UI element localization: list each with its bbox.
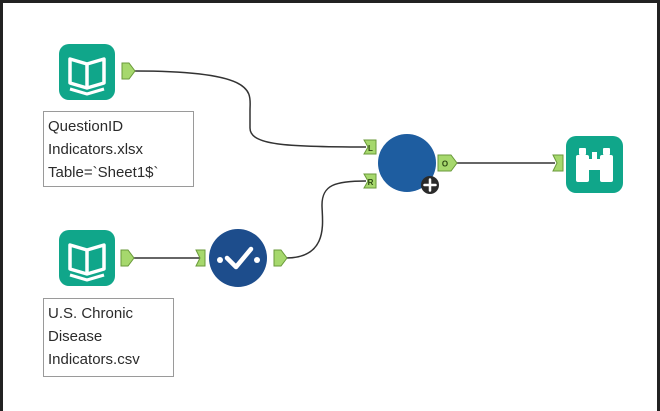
output-anchor[interactable] xyxy=(273,249,288,267)
annotation-line: Indicators.csv xyxy=(48,351,140,368)
add-plus-icon[interactable] xyxy=(421,176,439,194)
input-tool-2-annotation: U.S. Chronic Disease Indicators.csv xyxy=(43,298,174,377)
annotation-line: Table=`Sheet1$` xyxy=(48,164,159,181)
join-left-anchor[interactable]: L xyxy=(363,139,377,155)
select-tool[interactable] xyxy=(195,229,288,287)
browse-tool[interactable] xyxy=(552,136,623,193)
join-right-anchor[interactable]: R xyxy=(363,173,377,189)
checkmark-icon xyxy=(217,246,260,270)
join-tool[interactable]: L R O xyxy=(363,134,458,194)
right-anchor-label: R xyxy=(368,178,374,187)
input-tool-1[interactable] xyxy=(59,44,136,100)
book-icon xyxy=(68,57,106,96)
left-anchor-label: L xyxy=(368,144,373,153)
output-anchor-label: O xyxy=(442,160,448,169)
input-anchor[interactable] xyxy=(552,154,564,172)
input-tool-2[interactable] xyxy=(59,230,135,286)
book-icon xyxy=(68,243,106,282)
output-anchor[interactable] xyxy=(120,249,135,267)
output-anchor[interactable] xyxy=(121,62,136,80)
input-anchor[interactable] xyxy=(195,249,206,267)
connection-select-to-join[interactable] xyxy=(285,180,367,259)
select-tool-body[interactable] xyxy=(209,229,267,287)
annotation-line: U.S. Chronic xyxy=(48,305,134,322)
connection-input1-to-join[interactable] xyxy=(134,70,367,148)
annotation-line: Disease xyxy=(48,328,103,345)
join-tool-body[interactable] xyxy=(378,134,436,192)
join-output-anchor[interactable]: O xyxy=(437,154,458,172)
binoculars-icon xyxy=(576,148,613,182)
annotation-line: Indicators.xlsx xyxy=(48,141,144,158)
input-tool-1-annotation: QuestionID Indicators.xlsx Table=`Sheet1… xyxy=(43,111,194,187)
annotation-line: QuestionID xyxy=(48,118,124,135)
